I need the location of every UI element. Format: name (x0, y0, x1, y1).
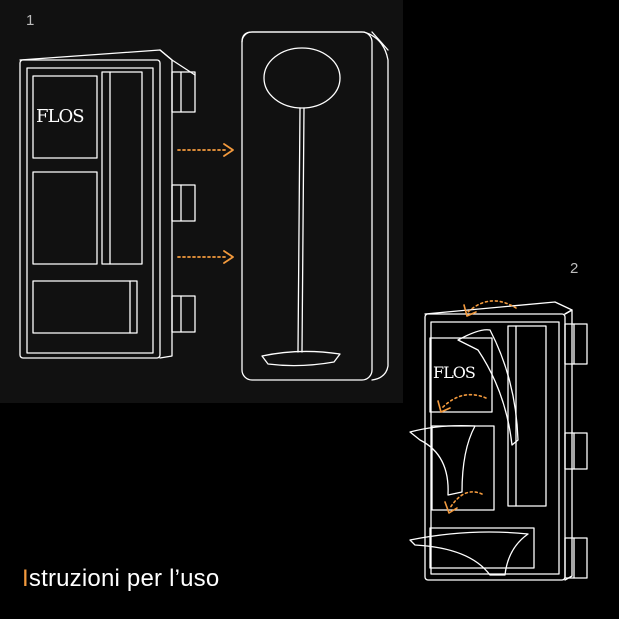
dotted-arrow-right-icon (177, 143, 234, 157)
foam-block-base (32, 280, 138, 334)
brand-logo-2: FLOS (433, 363, 475, 382)
title-rest: struzioni per l’uso (28, 565, 220, 592)
lamp-in-box (241, 31, 389, 381)
packaging-box-step2 (409, 301, 588, 581)
logo-block (32, 75, 98, 159)
step-1-number: 1 (26, 12, 35, 29)
dotted-arrow-right-icon (177, 250, 234, 264)
curved-dotted-arrow-icon (437, 393, 487, 413)
step-1-panel (0, 0, 403, 403)
page-title: Istruzioni per l’uso (22, 565, 219, 593)
foam-block-tall (101, 71, 143, 265)
curved-dotted-arrow-icon (463, 300, 517, 317)
curved-dotted-arrow-icon (444, 491, 483, 514)
step-2-number: 2 (570, 260, 579, 277)
title-first-letter: I (22, 565, 29, 592)
foam-block-square (32, 171, 98, 265)
brand-logo-1: FLOS (36, 106, 84, 127)
packaging-box-open (19, 49, 196, 359)
